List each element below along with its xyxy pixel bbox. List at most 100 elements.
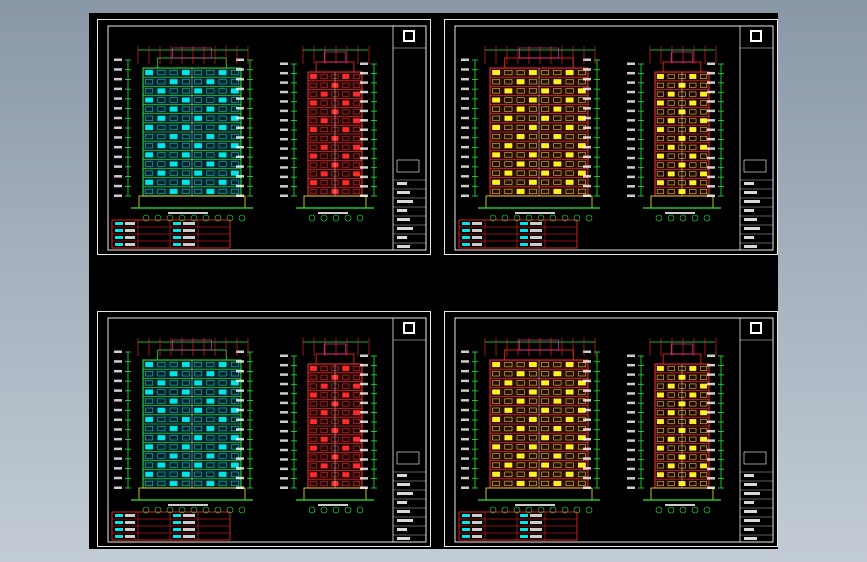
- level-label-stroke: [707, 185, 715, 188]
- legend-swatch: [115, 514, 123, 517]
- title-text-stroke: [397, 191, 410, 194]
- window: [342, 419, 350, 425]
- legend-swatch: [462, 514, 470, 517]
- window: [577, 471, 586, 477]
- window: [342, 365, 350, 371]
- window: [218, 115, 227, 121]
- level-label-stroke: [360, 392, 368, 395]
- level-label-stroke: [627, 119, 635, 122]
- level-label-stroke: [360, 100, 368, 103]
- window: [194, 471, 203, 477]
- window: [218, 362, 227, 368]
- level-label-stroke: [114, 437, 122, 441]
- podium: [138, 195, 246, 209]
- axis-bubble: [585, 506, 593, 514]
- window: [689, 135, 697, 141]
- drawing-canvas[interactable]: [89, 13, 778, 549]
- window: [565, 179, 574, 185]
- level-label-stroke: [583, 486, 591, 489]
- window: [230, 179, 239, 185]
- window: [169, 88, 178, 94]
- level-label-stroke: [707, 477, 715, 480]
- level-label-stroke: [114, 389, 122, 392]
- window: [492, 444, 501, 450]
- window: [194, 380, 203, 386]
- window: [553, 444, 562, 450]
- window: [145, 161, 154, 167]
- window: [342, 454, 350, 460]
- legend-text-stroke: [472, 535, 482, 538]
- window: [700, 144, 708, 150]
- window: [577, 453, 586, 459]
- window: [320, 374, 328, 380]
- level-label-stroke: [461, 68, 469, 71]
- level-label-stroke: [461, 194, 469, 197]
- level-label-stroke: [360, 156, 368, 160]
- axis-bubble: [356, 214, 364, 222]
- window: [342, 180, 350, 186]
- window: [577, 79, 586, 85]
- legend-text-stroke: [530, 521, 542, 524]
- window: [528, 380, 537, 386]
- window: [504, 471, 513, 477]
- window: [504, 426, 513, 432]
- window: [700, 392, 708, 398]
- side-caption-stroke: [318, 504, 348, 506]
- level-label-stroke: [583, 389, 591, 392]
- level-label-stroke: [583, 418, 591, 421]
- window: [169, 407, 178, 413]
- drawing-sheet-2[interactable]: [444, 19, 778, 255]
- window: [309, 162, 317, 168]
- window: [320, 118, 328, 124]
- legend-swatch: [115, 236, 123, 239]
- legend-text-stroke: [183, 236, 195, 239]
- window: [169, 471, 178, 477]
- window: [667, 162, 675, 168]
- window: [320, 427, 328, 433]
- level-label-stroke: [280, 373, 288, 376]
- window: [194, 106, 203, 112]
- window: [169, 380, 178, 386]
- window: [700, 135, 708, 141]
- window: [577, 170, 586, 176]
- title-text-stroke: [744, 483, 757, 486]
- window: [689, 180, 697, 186]
- drawing-sheet-1[interactable]: [97, 19, 431, 255]
- window: [541, 471, 550, 477]
- window: [565, 389, 574, 395]
- window: [667, 463, 675, 469]
- window: [504, 97, 513, 103]
- drawing-sheet-3[interactable]: [97, 311, 431, 547]
- window: [553, 106, 562, 112]
- level-label-stroke: [360, 62, 368, 65]
- window: [353, 162, 361, 168]
- window: [230, 70, 239, 76]
- window: [516, 115, 525, 121]
- window: [541, 362, 550, 368]
- window: [169, 371, 178, 377]
- legend-swatch: [115, 535, 123, 538]
- level-label-stroke: [707, 100, 715, 103]
- front-elevation: [131, 47, 253, 209]
- axis-bubble: [667, 506, 675, 514]
- window: [516, 152, 525, 158]
- level-label-stroke: [707, 90, 715, 94]
- level-label-stroke: [707, 458, 715, 461]
- window: [667, 82, 675, 88]
- level-label-stroke: [627, 458, 635, 461]
- legend-text-stroke: [472, 229, 482, 232]
- window: [541, 143, 550, 149]
- window: [206, 70, 215, 76]
- level-label-stroke: [280, 467, 288, 471]
- level-label-stroke: [707, 448, 715, 452]
- window: [516, 453, 525, 459]
- window: [320, 180, 328, 186]
- window: [565, 407, 574, 413]
- window: [157, 380, 166, 386]
- drawing-sheet-4[interactable]: [444, 311, 778, 547]
- title-text-stroke: [744, 245, 757, 248]
- window: [492, 152, 501, 158]
- window: [689, 127, 697, 133]
- legend-swatch: [173, 222, 181, 225]
- window: [492, 188, 501, 194]
